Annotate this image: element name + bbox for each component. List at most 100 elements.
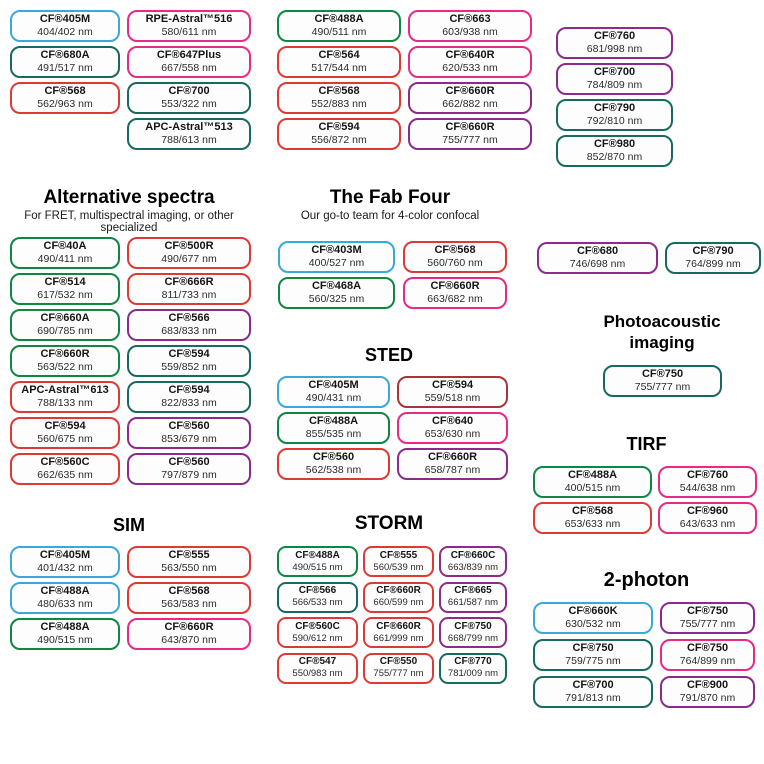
dye-name: CF®750 [454,620,492,632]
dye-wavelengths: 788/613 nm [161,134,217,146]
dye-wavelengths: 490/411 nm [37,253,93,265]
dye-name: CF®700 [593,66,636,78]
dye-wavelengths: 620/533 nm [442,62,498,74]
dye-name: CF®750 [686,605,729,617]
dye-wavelengths: 401/432 nm [37,562,93,574]
photoacoustic-title: Photoacoustic imaging [603,312,721,353]
dye-name: CF®488A [314,13,364,25]
dye-name: CF®660R [445,85,495,97]
dye-wavelengths: 681/998 nm [586,43,643,55]
dye-name: CF®680 [576,245,619,257]
dye-wavelengths: 556/872 nm [311,134,367,146]
dye-name: CF®640 [431,415,474,427]
dye-wavelengths: 663/682 nm [427,293,483,305]
dye-name: CF®700 [572,679,614,691]
dye-name: CF®660K [568,605,618,617]
dye-wavelengths: 562/538 nm [305,464,362,476]
storm-title: STORM [354,513,424,534]
dye-wavelengths: 490/431 nm [305,392,362,404]
dye-name: CF®960 [686,505,729,517]
dye-name: CF®647Plus [156,49,222,61]
dye-name: CF®488A [40,621,90,633]
dye-wavelengths: 563/583 nm [161,598,217,610]
dye-name: CF®514 [44,276,86,288]
dye-name: CF®488A [308,415,359,427]
dye-name: CF®560 [168,456,210,468]
dye-name: CF®468A [311,280,362,292]
dye-wavelengths: 552/883 nm [311,98,367,110]
dye-wavelengths: 580/611 nm [161,26,217,38]
dye-name: CF®750 [641,368,684,380]
dye-name: CF®594 [431,379,474,391]
dye-name: CF®568 [44,85,86,97]
dye-name: CF®566 [168,312,210,324]
dye-name: CF®40A [43,240,87,252]
dye-wavelengths: 791/813 nm [565,692,621,704]
dye-wavelengths: 755/777 nm [634,381,691,393]
dye-name: CF®555 [168,549,210,561]
dye-name: CF®760 [593,30,636,42]
dye-name: CF®560C [40,456,90,468]
dye-wavelengths: 853/679 nm [161,433,217,445]
dye-wavelengths: 755/777 nm [373,668,424,679]
dye-wavelengths: 562/963 nm [37,98,93,110]
fab-four-title: The Fab Four [329,187,451,208]
dye-name: RPE-Astral™516 [145,13,233,25]
dye-wavelengths: 788/133 nm [37,397,93,409]
dye-wavelengths: 653/630 nm [424,428,481,440]
dye-wavelengths: 690/785 nm [37,325,93,337]
dye-wavelengths: 811/733 nm [161,289,217,301]
dye-name: CF®568 [571,505,614,517]
dye-wavelengths: 517/544 nm [311,62,367,74]
dye-name: CF®405M [39,13,91,25]
dye-wavelengths: 544/638 nm [679,482,736,494]
dye-wavelengths: 553/322 nm [161,98,217,110]
dye-name: CF®660A [40,312,90,324]
dye-name: CF®665 [454,585,492,596]
dye-wavelengths: 822/833 nm [161,397,217,409]
alternative-spectra-subtitle: For FRET, multispectral imaging, or othe… [24,210,234,234]
dye-wavelengths: 400/515 nm [564,482,621,494]
sted-title: STED [364,345,413,365]
dye-wavelengths: 490/511 nm [311,26,367,38]
